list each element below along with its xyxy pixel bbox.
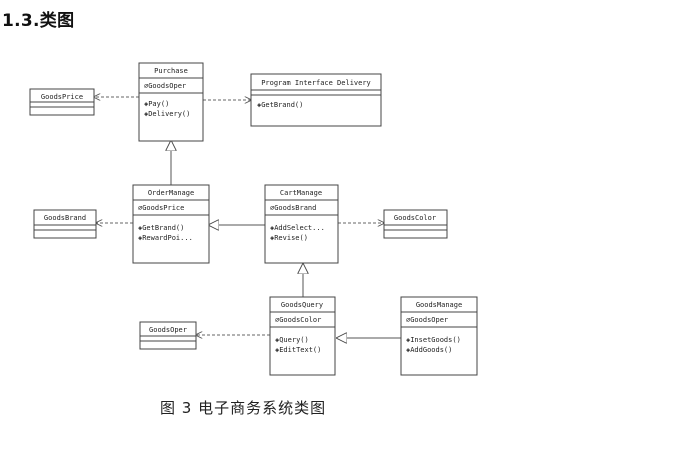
operation: ◈AddSelect... <box>270 224 325 232</box>
class-name: GoodsColor <box>394 214 436 222</box>
class-name: OrderManage <box>148 189 194 197</box>
operation: ◈Query() <box>275 336 309 344</box>
connectors <box>94 97 401 338</box>
class-goods-price: GoodsPrice <box>29 88 95 116</box>
operation: ◈RewardPoi... <box>138 234 193 242</box>
class-name: GoodsPrice <box>41 93 83 101</box>
class-goods-color: GoodsColor <box>383 209 448 239</box>
attribute: ⌀GoodsBrand <box>270 204 316 212</box>
attribute: ⌀GoodsColor <box>275 316 321 324</box>
section-heading: 1.3.类图 <box>2 11 75 31</box>
class-goods-oper: GoodsOper <box>139 321 197 350</box>
class-goods-query: GoodsQuery ⌀GoodsColor ◈Query() ◈EditTex… <box>269 296 336 376</box>
attribute: ⌀GoodsOper <box>144 82 186 90</box>
class-name: GoodsManage <box>416 301 462 309</box>
figure-caption: 图 3 电子商务系统类图 <box>160 399 327 417</box>
class-program-interface-delivery: Program Interface Delivery ◈GetBrand() <box>250 73 382 127</box>
operation: ◈EditText() <box>275 346 321 354</box>
attribute: ⌀GoodsOper <box>406 316 448 324</box>
operation: ◈GetBrand() <box>257 101 303 109</box>
operation: ◈AddGoods() <box>406 346 452 354</box>
operation: ◈GetBrand() <box>138 224 184 232</box>
class-name: GoodsOper <box>149 326 187 334</box>
operation: ◈Pay() <box>144 100 169 108</box>
operation: ◈Delivery() <box>144 110 190 118</box>
class-name: CartManage <box>280 189 322 197</box>
class-name: Program Interface Delivery <box>261 79 371 87</box>
class-cart-manage: CartManage ⌀GoodsBrand ◈AddSelect... ◈Re… <box>264 184 339 264</box>
class-goods-brand: GoodsBrand <box>33 209 97 239</box>
class-goods-manage: GoodsManage ⌀GoodsOper ◈InsetGoods() ◈Ad… <box>400 296 478 376</box>
operation: ◈Revise() <box>270 234 308 242</box>
operation: ◈InsetGoods() <box>406 336 461 344</box>
class-order-manage: OrderManage ⌀GoodsPrice ◈GetBrand() ◈Rew… <box>132 184 210 264</box>
class-name: GoodsBrand <box>44 214 86 222</box>
class-purchase: Purchase ⌀GoodsOper ◈Pay() ◈Delivery() <box>138 62 204 142</box>
class-name: GoodsQuery <box>281 301 323 309</box>
class-name: Purchase <box>154 67 188 75</box>
attribute: ⌀GoodsPrice <box>138 204 184 212</box>
